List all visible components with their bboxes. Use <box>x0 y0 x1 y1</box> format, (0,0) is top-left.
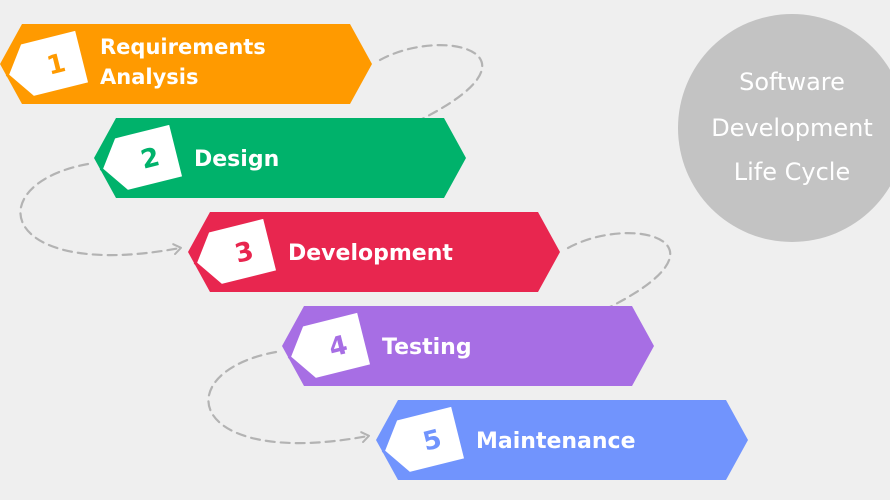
step-banner <box>0 24 372 104</box>
step-number-badge: 4 <box>287 309 374 381</box>
step-number-badge: 5 <box>381 403 468 475</box>
badge-shape <box>287 309 374 381</box>
connector-group <box>19 44 672 445</box>
badge-shape <box>193 215 280 287</box>
badge-shape <box>5 27 92 99</box>
step-banner <box>94 118 466 198</box>
step-number-badge: 1 <box>5 27 92 99</box>
step-banner <box>188 212 560 292</box>
step-number-badge: 2 <box>99 121 186 193</box>
step-banner <box>282 306 654 386</box>
step-4: 4 Testing <box>282 306 654 386</box>
step-number-badge: 3 <box>193 215 280 287</box>
connector-arrow <box>566 232 672 330</box>
step-2: 2 Design <box>94 118 466 198</box>
step-label-line-2: Analysis <box>100 65 198 89</box>
step-5: 5 Maintenance <box>376 400 748 480</box>
badge-shape <box>381 403 468 475</box>
step-label: Maintenance <box>476 429 636 454</box>
step-banner <box>376 400 748 480</box>
step-label: Design <box>194 147 279 172</box>
connector-arrow <box>19 162 182 257</box>
title-line-1: Software <box>739 68 845 96</box>
step-label-line-1: Requirements <box>100 35 266 59</box>
title-circle-shape <box>678 14 890 242</box>
title-circle: Software Development Life Cycle <box>678 14 890 242</box>
title-line-3: Life Cycle <box>734 158 850 186</box>
connector-arrow <box>207 350 370 445</box>
badge-shape <box>99 121 186 193</box>
step-3: 3 Development <box>188 212 560 292</box>
title-line-2: Development <box>711 114 873 142</box>
step-label: Development <box>288 241 453 266</box>
connector-arrow <box>378 44 484 142</box>
step-label: Testing <box>382 335 472 360</box>
